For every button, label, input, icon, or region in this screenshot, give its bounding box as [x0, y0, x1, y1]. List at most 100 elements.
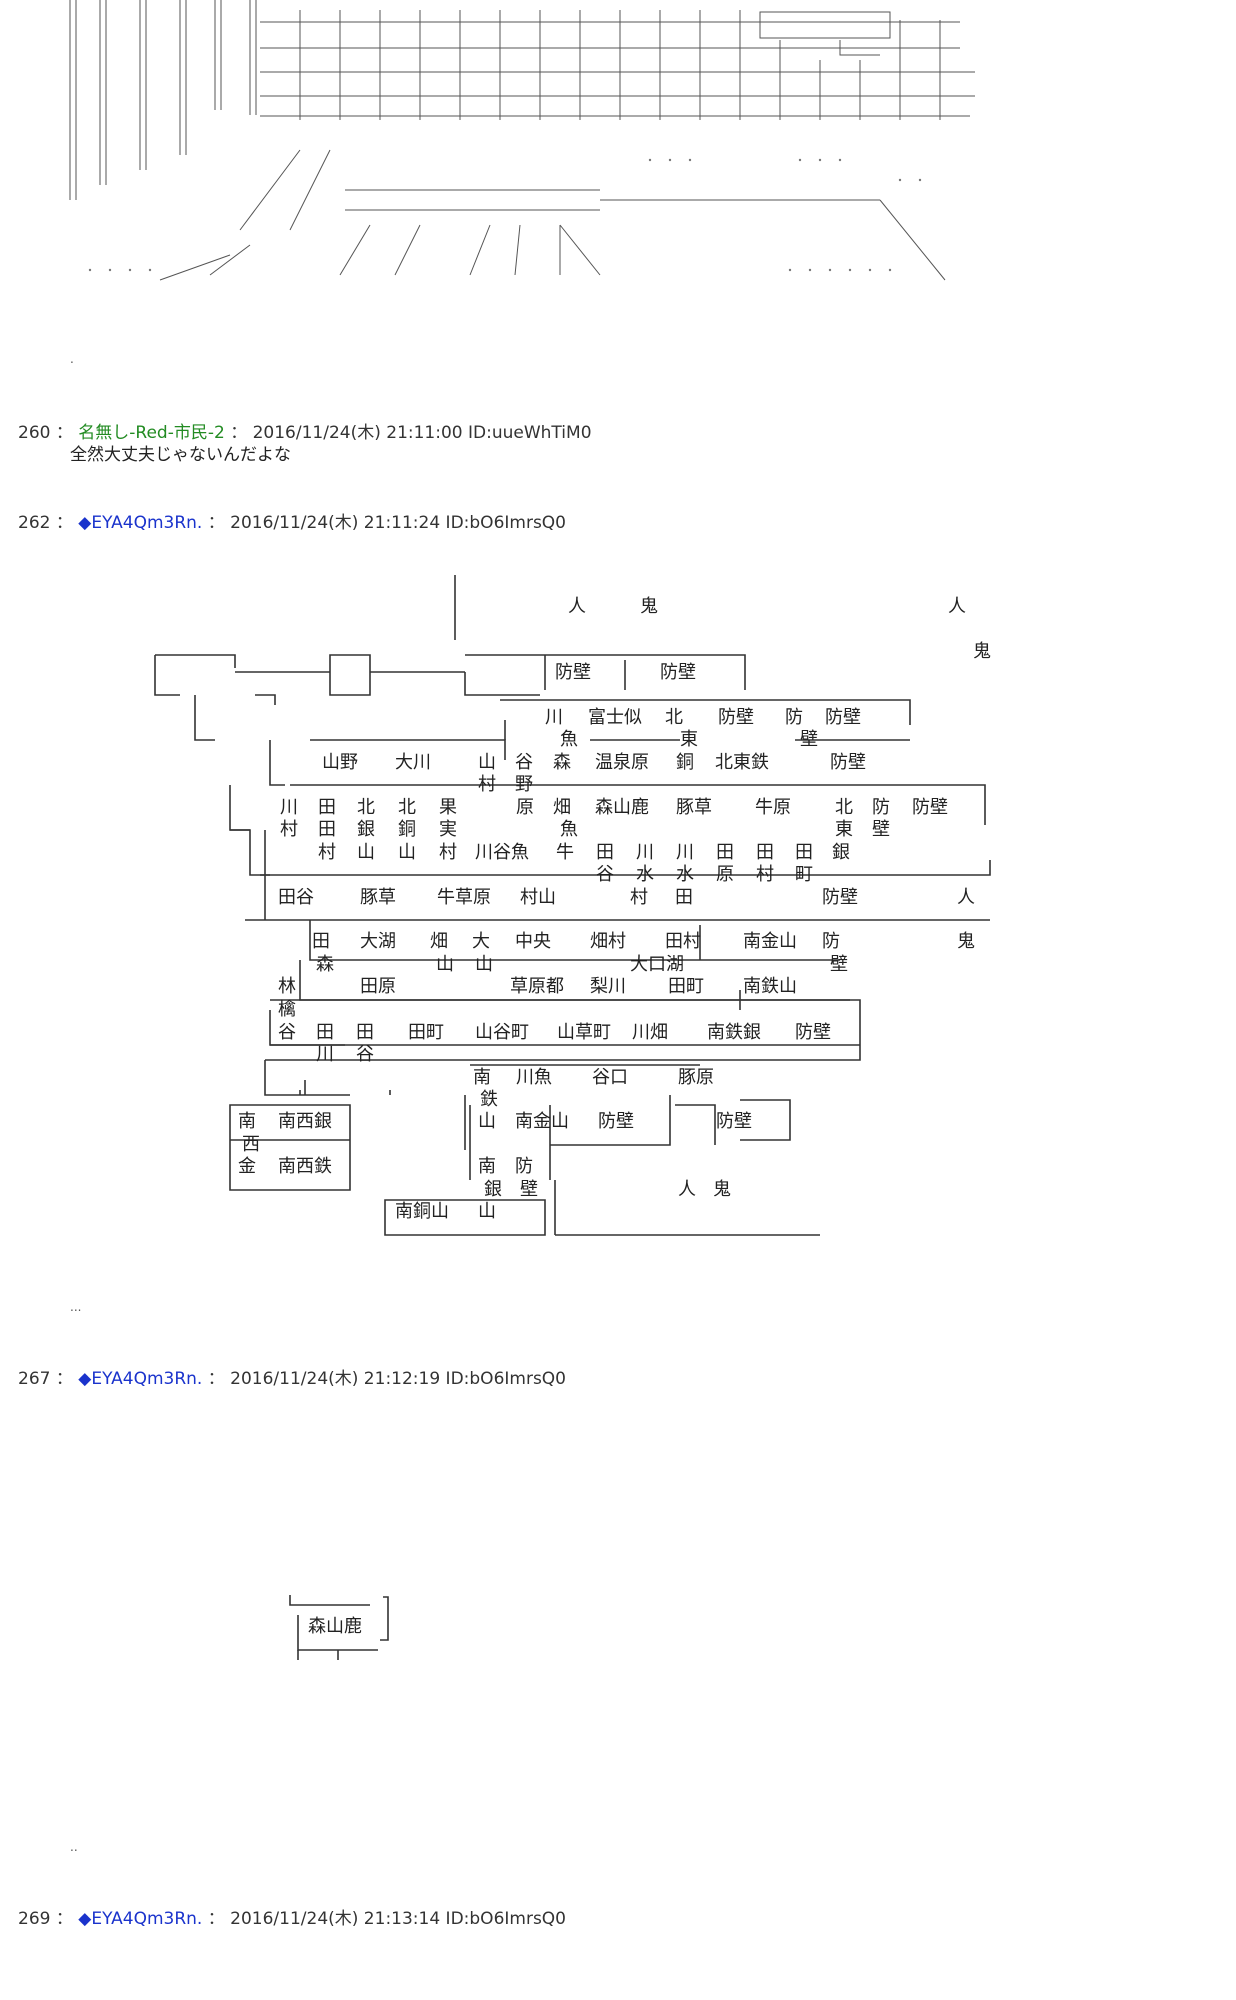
map-label: 水	[636, 864, 654, 885]
map-label: 檎	[278, 999, 296, 1020]
map-label: 村	[280, 819, 298, 840]
poster-name[interactable]: ◆EYA4Qm3Rn.	[78, 1909, 203, 1929]
map-label: 田	[356, 1022, 374, 1043]
ascii-art-grid	[260, 10, 975, 120]
post-body-260: 全然大丈夫じゃないんだよな	[70, 445, 291, 465]
poster-name[interactable]: ◆EYA4Qm3Rn.	[78, 513, 203, 533]
map-label: 町	[795, 864, 813, 885]
map-label: 鬼	[973, 641, 991, 662]
map-label: 人	[568, 596, 586, 617]
map-label: 北	[398, 797, 416, 818]
post-number[interactable]: 269	[18, 1909, 51, 1929]
map-label: 山	[478, 752, 496, 773]
map-label: 防壁	[912, 797, 948, 818]
map-label: 銅	[398, 819, 416, 840]
map-label: 村	[630, 887, 648, 908]
map-label: 田	[318, 819, 336, 840]
post-number[interactable]: 260	[18, 423, 51, 443]
map-label: 北	[835, 797, 853, 818]
map-label: 大	[472, 931, 490, 952]
map-label: 牛原	[755, 797, 791, 818]
map-label: 大湖	[360, 931, 396, 952]
separator-dots: ...	[70, 1300, 82, 1314]
map-label: 谷	[596, 864, 614, 885]
map-label: 川	[636, 842, 654, 863]
map-label: 梨川	[590, 976, 626, 997]
map-label: 森	[553, 752, 571, 773]
map-label: 川	[545, 707, 563, 728]
map-label: 壁	[830, 954, 848, 975]
post-separator: ：	[207, 513, 225, 533]
poster-name[interactable]: 名無し-Red-市民-2	[78, 423, 225, 443]
post-header-260: 260 ： 名無し-Red-市民-2 ： 2016/11/24(木) 21:11…	[18, 418, 592, 443]
map-lines	[154, 575, 991, 1236]
map-label: 川	[316, 1044, 334, 1065]
map-label: 防壁	[718, 707, 754, 728]
map-label: 南鉄銀	[707, 1022, 761, 1043]
map-label: 豚原	[678, 1067, 714, 1088]
map-label: 防	[785, 707, 803, 728]
map-label: 草原都	[510, 976, 564, 997]
map-label: 林	[278, 976, 296, 997]
map-label: 南金山	[743, 931, 797, 952]
map-label: 防	[822, 931, 840, 952]
map-label: 東	[680, 729, 698, 750]
map-label: 谷	[515, 752, 533, 773]
map-label: 北	[357, 797, 375, 818]
map-label: 畑	[430, 931, 448, 952]
map-label: 壁	[872, 819, 890, 840]
map-label: 鬼	[713, 1179, 731, 1200]
map-label: 原	[716, 864, 734, 885]
map-label: 山	[478, 1111, 496, 1132]
map-label: 山草町	[557, 1022, 611, 1043]
map-label: 豚草	[676, 797, 712, 818]
map-label: 金	[238, 1156, 256, 1177]
map-label: 山	[436, 954, 454, 975]
post-separator: ：	[55, 1909, 73, 1929]
map-label: 南鉄山	[743, 976, 797, 997]
map-label: 南銅山	[395, 1201, 449, 1222]
map-label: 果	[439, 797, 457, 818]
post-number[interactable]: 262	[18, 513, 51, 533]
map-label: 田原	[360, 976, 396, 997]
map-label: 森山鹿	[595, 797, 649, 818]
ascii-map: 人鬼人鬼防壁防壁川富士似北防壁防防壁魚東壁山野大川山谷森温泉原銅北東鉄防壁村野川…	[154, 575, 991, 1236]
map-label: 壁	[520, 1179, 538, 1200]
map-label: 防壁	[825, 707, 861, 728]
map-label: 田	[316, 1022, 334, 1043]
map-label: 南西銀	[278, 1111, 332, 1132]
map-label: 鬼	[640, 596, 658, 617]
post-header-269: 269 ： ◆EYA4Qm3Rn. ： 2016/11/24(木) 21:13:…	[18, 1904, 566, 1929]
map-label: 山	[398, 842, 416, 863]
map-label: 山野	[322, 752, 358, 773]
map-label: 防壁	[822, 887, 858, 908]
map-label: 豚草	[360, 887, 396, 908]
map-label: 温泉原	[595, 752, 649, 773]
map-label: 西	[242, 1134, 260, 1155]
poster-name[interactable]: ◆EYA4Qm3Rn.	[78, 1369, 203, 1389]
map-label: 田町	[668, 976, 704, 997]
map-label: 南	[473, 1067, 491, 1088]
map-label: 水	[676, 864, 694, 885]
map-label: 谷	[356, 1044, 374, 1065]
map-label: 東	[835, 819, 853, 840]
map-label: 川谷魚	[475, 842, 529, 863]
ascii-art-dots	[88, 158, 922, 272]
map-label: 村	[478, 774, 496, 795]
post-separator: ：	[55, 513, 73, 533]
post-meta: 2016/11/24(木) 21:13:14 ID:bO6ImrsQ0	[230, 1909, 566, 1929]
post-meta: 2016/11/24(木) 21:11:24 ID:bO6ImrsQ0	[230, 513, 566, 533]
map-label: 森	[316, 954, 334, 975]
map-label: 谷口	[592, 1067, 628, 1088]
map-label: 防壁	[795, 1022, 831, 1043]
map-label: 中央	[515, 931, 551, 952]
post-number[interactable]: 267	[18, 1369, 51, 1389]
map-label: 防壁	[555, 662, 591, 683]
map-label: 畑村	[590, 931, 626, 952]
map-label: 防壁	[716, 1111, 752, 1132]
map-label: 山	[478, 1201, 496, 1222]
map-label: 原	[516, 797, 534, 818]
map-label: 魚	[560, 819, 578, 840]
map-label: 大川	[395, 752, 431, 773]
map-label: 谷	[278, 1022, 296, 1043]
